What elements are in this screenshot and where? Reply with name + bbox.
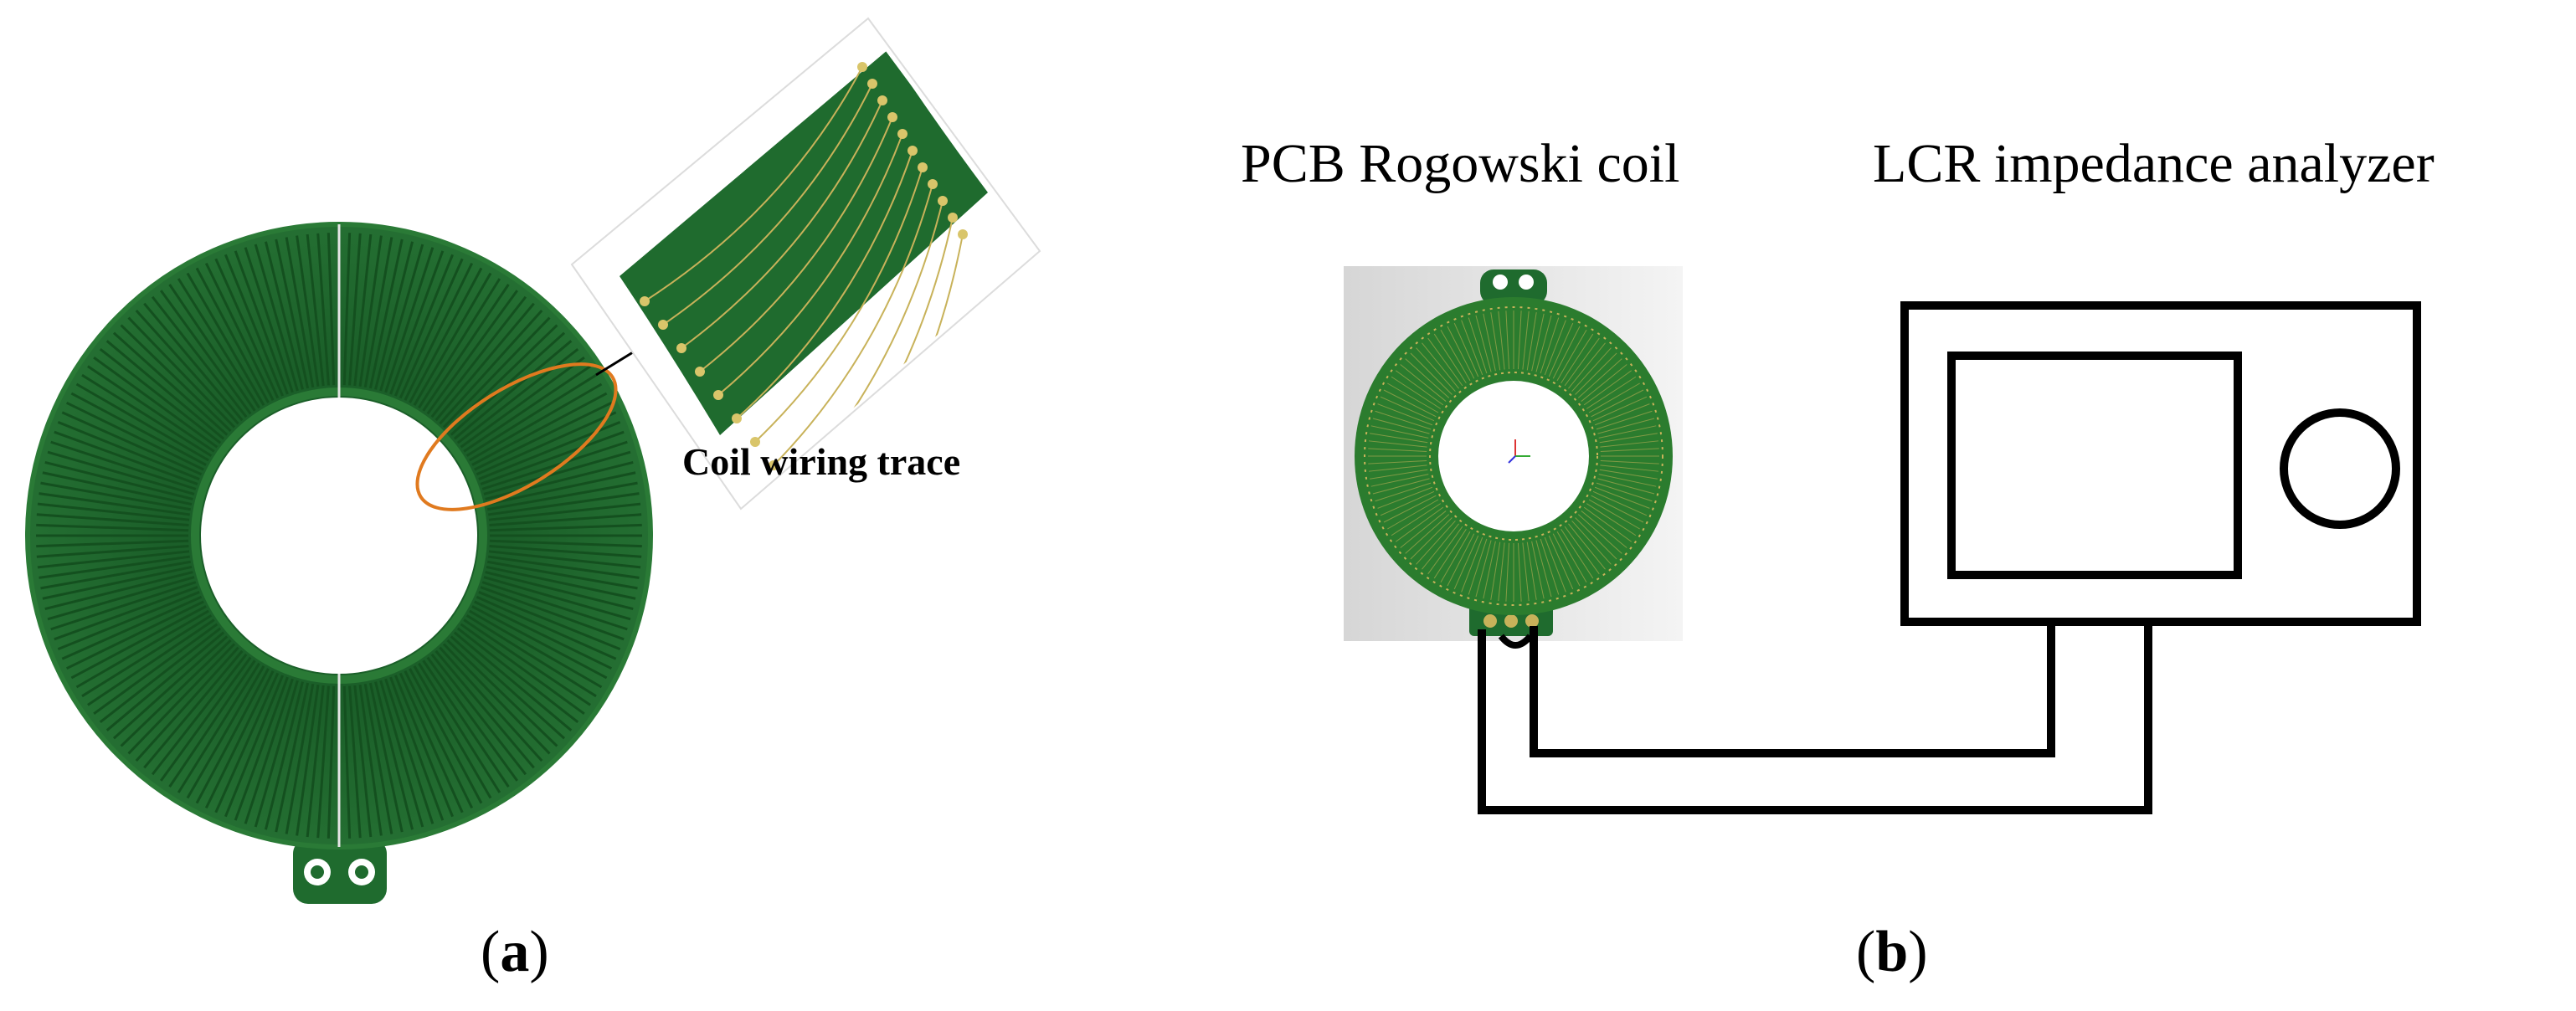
connection-wires	[1478, 622, 2152, 814]
panel-a-label: (a)	[481, 920, 549, 984]
bottom-mounting-tab	[293, 839, 387, 904]
analyzer-knob	[2280, 408, 2400, 529]
coil-fine-traces	[1368, 310, 1659, 602]
highlight-ellipse	[415, 362, 618, 511]
analyzer-title: LCR impedance analyzer	[1873, 133, 2435, 194]
callout-label: Coil wiring trace	[682, 440, 961, 483]
panel-b-graphic	[1344, 266, 2421, 814]
radial-coil-traces	[36, 233, 642, 839]
coil-top-tab	[1480, 269, 1547, 305]
panel-b-label: (b)	[1856, 920, 1928, 984]
lcr-analyzer-icon	[1900, 301, 2421, 626]
analyzer-screen	[1947, 352, 2242, 579]
coil-title: PCB Rogowski coil	[1241, 133, 1680, 194]
coil-render	[1355, 297, 1673, 615]
pcb-rogowski-coil-photo	[25, 222, 653, 849]
axis-glyph-icon	[1508, 439, 1530, 464]
panel-a-graphic	[25, 17, 1041, 904]
